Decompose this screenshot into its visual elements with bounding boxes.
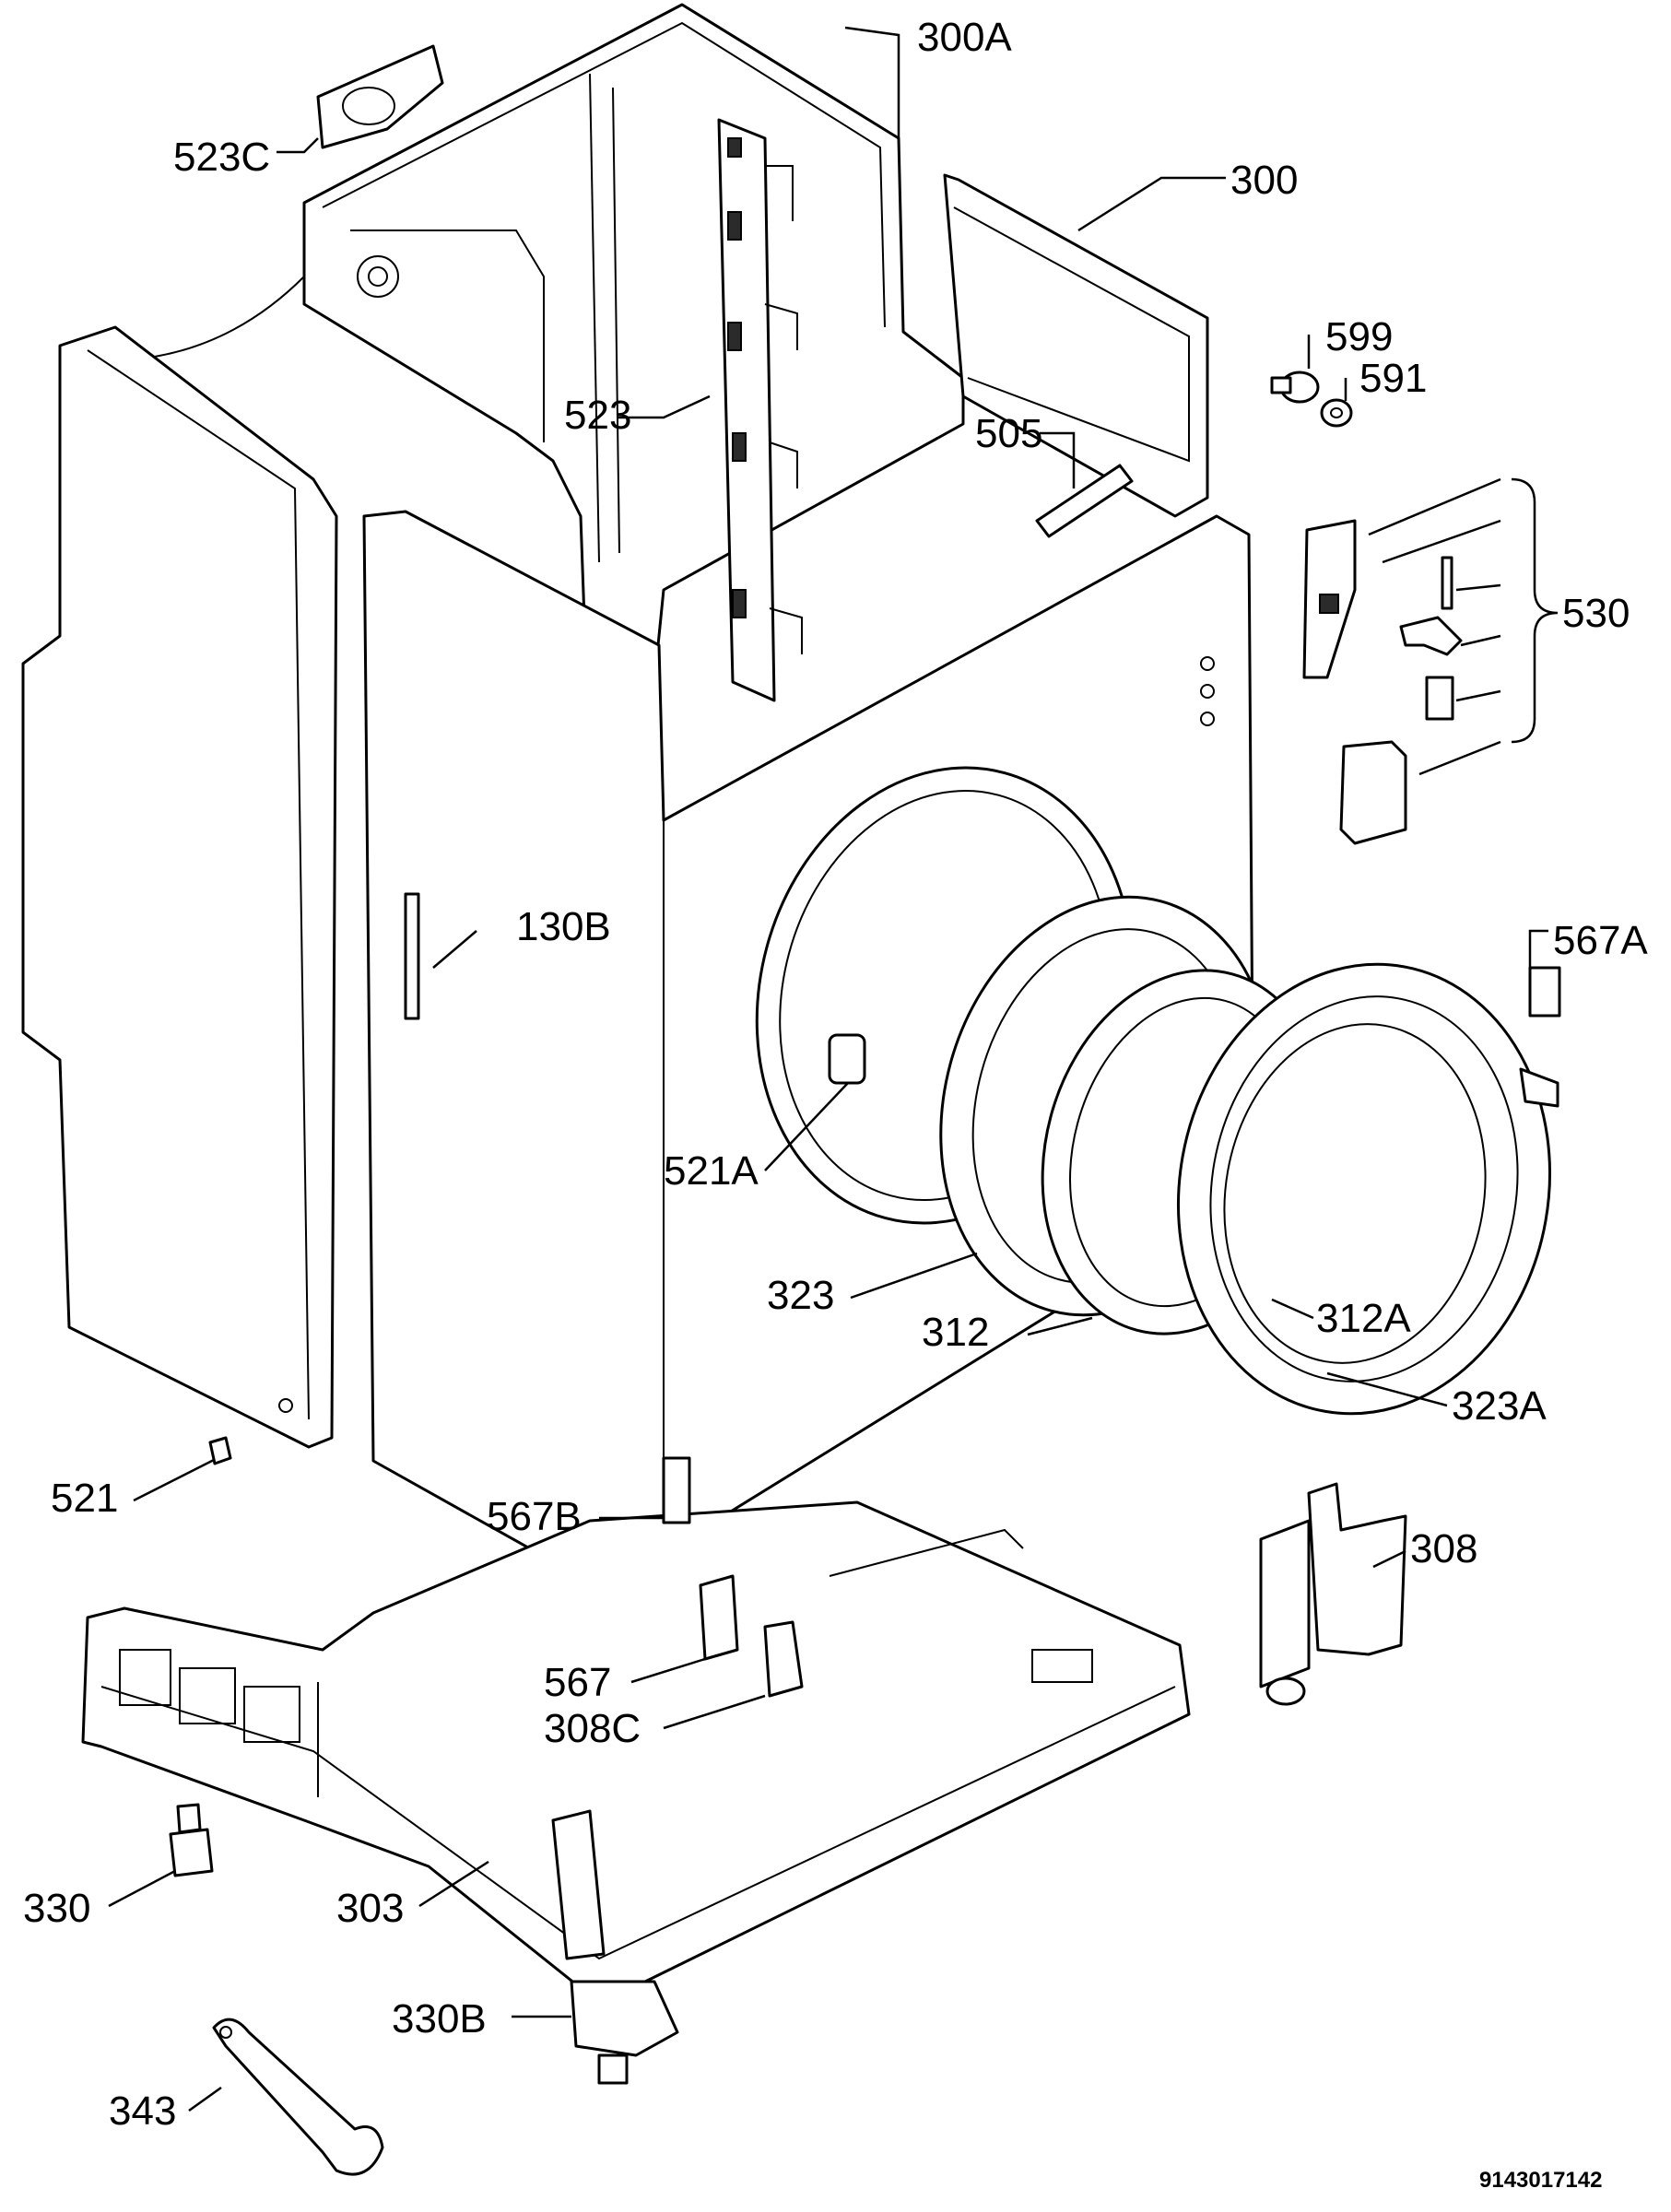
hose-505: [1035, 464, 1134, 538]
hinge-308: [1259, 1482, 1407, 1706]
wrench: [212, 2018, 384, 2176]
label-300: 300: [1230, 158, 1298, 203]
label-130b: 130B: [516, 904, 611, 949]
label-530: 530: [1562, 591, 1630, 636]
label-323: 323: [767, 1273, 834, 1318]
label-312: 312: [922, 1310, 989, 1355]
base-frame: [81, 1500, 1191, 1997]
label-330b: 330B: [392, 1996, 487, 2041]
left-side-panel: [21, 325, 338, 1449]
label-523c: 523C: [173, 135, 270, 180]
screw-and-washer: [1270, 371, 1353, 428]
cabinet-top-frame: [133, 3, 965, 776]
label-343: 343: [109, 2088, 176, 2134]
label-308: 308: [1410, 1526, 1477, 1571]
label-567a: 567A: [1553, 918, 1648, 963]
rear-rail: [717, 118, 803, 702]
bracket-523c: [316, 44, 444, 149]
leader-lines: [108, 26, 1548, 2112]
small-parts: [208, 966, 1561, 1698]
door: [1176, 962, 1559, 1416]
label-567: 567: [544, 1660, 611, 1705]
door-lock-assembly: [1302, 477, 1559, 845]
feet: [169, 1803, 679, 2085]
label-521: 521: [51, 1476, 118, 1521]
label-505: 505: [975, 411, 1042, 456]
drawing-code: 9143017142: [1479, 2168, 1602, 2193]
label-599: 599: [1325, 314, 1393, 359]
part-labels: 300A 523C 300 599 591 523 505 530 130B 5…: [23, 15, 1648, 2193]
label-523: 523: [564, 393, 631, 438]
label-303: 303: [336, 1886, 404, 1931]
label-312a: 312A: [1316, 1296, 1411, 1341]
label-300a: 300A: [917, 15, 1012, 60]
label-591: 591: [1359, 356, 1427, 401]
label-308c: 308C: [544, 1706, 641, 1751]
right-frame: [943, 173, 1209, 518]
label-521a: 521A: [664, 1148, 759, 1194]
label-330: 330: [23, 1886, 90, 1931]
label-567b: 567B: [487, 1494, 582, 1539]
label-323a: 323A: [1452, 1383, 1547, 1429]
